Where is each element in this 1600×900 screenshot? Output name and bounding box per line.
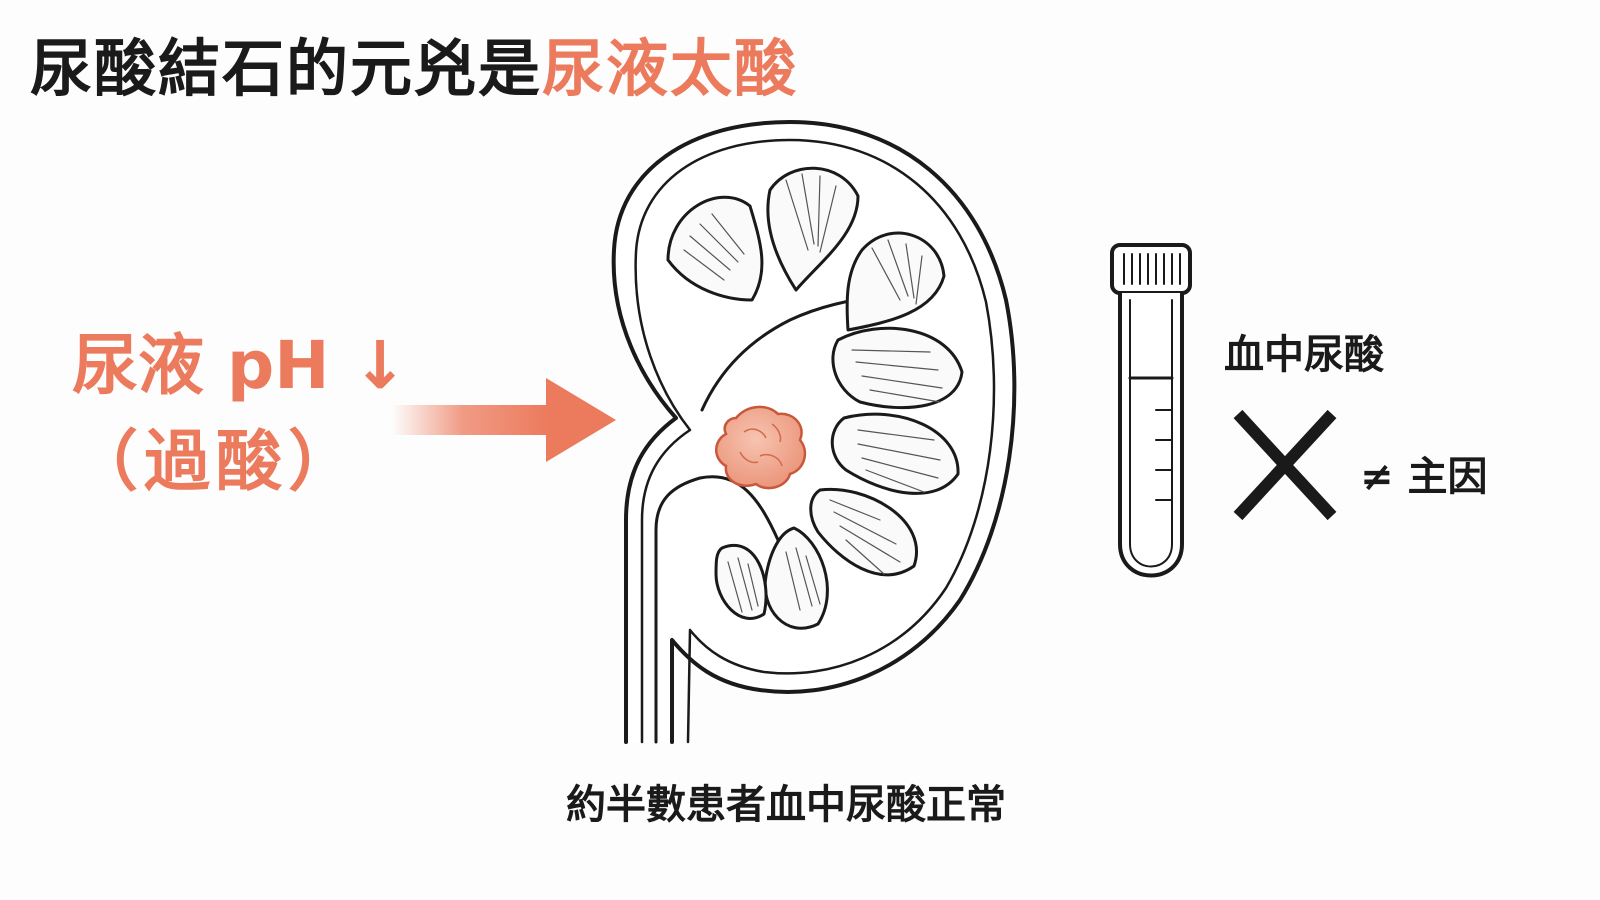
arrow-right-icon [392, 378, 616, 462]
cause-line-ph: 尿液 pH ↓ [72, 327, 408, 404]
kidney-icon [611, 120, 1017, 744]
test-tube-icon [1110, 243, 1192, 578]
cause-label: 尿液 pH ↓ （過酸） [72, 318, 408, 510]
not-main-cause-label: ≠ 主因 [1360, 454, 1488, 500]
blood-uric-acid-label: 血中尿酸 [1224, 332, 1384, 378]
caption: 約半數患者血中尿酸正常 [566, 782, 1006, 828]
cross-mark-icon [1233, 409, 1337, 521]
uric-acid-stone-icon [715, 405, 807, 490]
title-prefix: 尿酸結石的元兇是 [30, 32, 543, 105]
cause-line-acidic: （過酸） [72, 423, 360, 500]
title-highlight: 尿液太酸 [542, 32, 799, 105]
page-title: 尿酸結石的元兇是尿液太酸 [30, 18, 798, 108]
